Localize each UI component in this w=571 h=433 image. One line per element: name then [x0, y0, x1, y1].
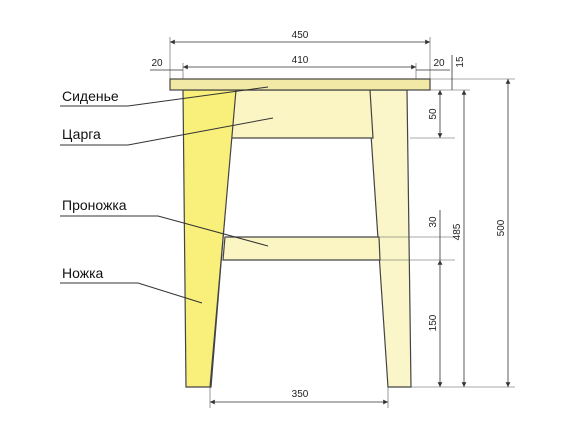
dim-inner-width: 410	[292, 55, 309, 66]
label-apron: Царга	[62, 126, 101, 142]
dim-apron-height: 50	[428, 108, 439, 120]
dim-seat-thickness: 15	[455, 56, 466, 68]
dim-base-width: 350	[292, 389, 309, 400]
dim-overhang-left: 20	[151, 58, 163, 69]
leader-stretcher	[60, 215, 269, 247]
leader-leg	[60, 282, 203, 304]
dim-stretcher-from-floor: 150	[428, 314, 439, 331]
label-leg: Ножка	[62, 265, 104, 281]
dim-total-width: 450	[292, 30, 309, 41]
leader-seat	[60, 86, 269, 107]
leader-apron	[60, 117, 274, 146]
dim-stretcher-height: 30	[428, 216, 439, 228]
apron	[230, 89, 374, 139]
seat	[169, 78, 431, 91]
dim-leg-height: 485	[452, 223, 463, 240]
label-stretcher: Проножка	[62, 197, 127, 213]
label-seat: Сиденье	[62, 88, 119, 104]
dim-total-height: 500	[496, 219, 507, 236]
dim-overhang-right: 20	[433, 58, 445, 69]
